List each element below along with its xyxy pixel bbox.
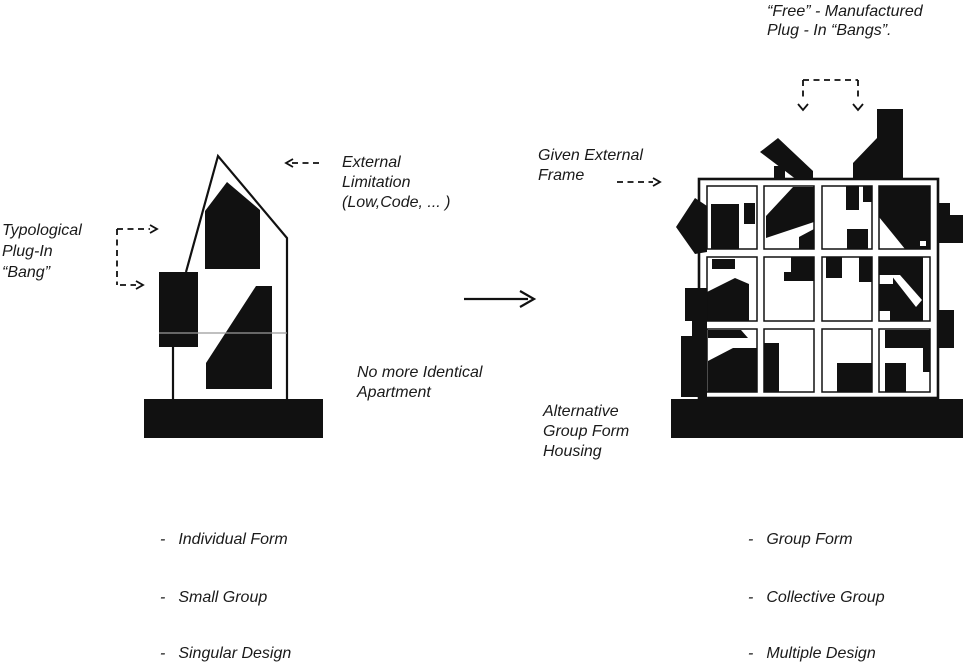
plug-in-house-shape: [205, 182, 260, 269]
label-line: Plug - In “Bangs”.: [767, 22, 892, 39]
label-line: Housing: [543, 443, 602, 460]
building-base: [144, 399, 323, 438]
list-item-label: Singular Design: [178, 645, 292, 662]
cell-plug-in-shapes: [707, 186, 930, 392]
list-item: - Multiple Design: [748, 644, 876, 664]
label-line: Apartment: [357, 384, 431, 401]
plug-in-bracket-arrow-icon: [116, 224, 159, 290]
label-line: No more Identical: [357, 364, 483, 381]
list-dash: -: [748, 645, 754, 662]
list-item-label: Individual Form: [178, 531, 288, 548]
label-line: “Bang”: [2, 264, 51, 281]
list-dash: -: [748, 531, 754, 548]
list-dash: -: [160, 531, 166, 548]
label-line: Group Form: [543, 423, 630, 440]
building-base: [671, 399, 963, 438]
label-line: External: [342, 154, 401, 171]
list-item: - Collective Group: [748, 588, 885, 608]
alternative-group-form-label: Alternative Group Form Housing: [543, 402, 629, 462]
list-item: - Singular Design: [160, 644, 291, 664]
list-item-label: Multiple Design: [766, 645, 876, 662]
external-limitation-label: External Limitation (Low,Code, ... ): [342, 153, 451, 213]
plug-in-wedge-shape: [206, 286, 272, 389]
protruding-plug-in-shapes: [676, 109, 963, 397]
label-line: Typological: [2, 222, 82, 239]
building-outline: [184, 153, 289, 399]
list-item: - Small Group: [160, 588, 267, 608]
label-line: Given External: [538, 147, 643, 164]
typological-plug-in-label: Typological Plug-In “Bang”: [2, 220, 82, 283]
list-dash: -: [160, 645, 166, 662]
free-bangs-bracket-arrow-icon: [797, 79, 864, 112]
list-dash: -: [160, 589, 166, 606]
individual-form-building: [144, 153, 323, 438]
free-manufactured-label: “Free” - Manufactured Plug - In “Bangs”.: [767, 2, 923, 40]
group-form-building: [671, 109, 963, 438]
list-item-label: Collective Group: [766, 589, 885, 606]
label-line: Frame: [538, 167, 585, 184]
no-more-identical-label: No more Identical Apartment: [357, 363, 482, 403]
list-item: - Group Form: [748, 530, 853, 550]
transform-arrow-icon: [464, 290, 537, 308]
label-line: (Low,Code, ... ): [342, 194, 451, 211]
list-item-label: Small Group: [178, 589, 268, 606]
list-dash: -: [748, 589, 754, 606]
label-line: “Free” - Manufactured: [767, 3, 923, 20]
plug-in-block-shape: [159, 272, 198, 347]
label-line: Plug-In: [2, 243, 53, 260]
label-line: Alternative: [543, 403, 619, 420]
list-item-label: Group Form: [766, 531, 853, 548]
label-line: Limitation: [342, 174, 411, 191]
given-external-frame-label: Given External Frame: [538, 146, 643, 186]
list-item: - Individual Form: [160, 530, 288, 550]
given-frame-arrow-icon: [617, 177, 662, 187]
external-limitation-arrow-icon: [284, 158, 322, 168]
